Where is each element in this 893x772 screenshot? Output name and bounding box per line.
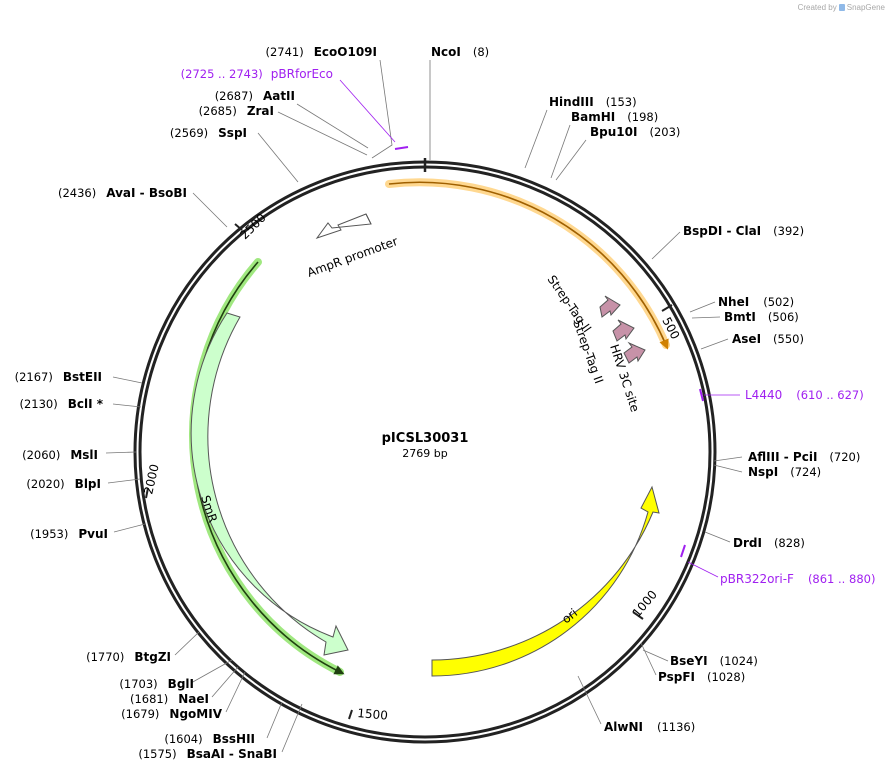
brand-created-by: Created by [797, 3, 837, 12]
tick-1000 [632, 611, 644, 620]
snapgene-brand: Created by SnapGene [798, 3, 885, 12]
primer-marks [394, 146, 704, 558]
site-bsaai-snabi[interactable]: (1575)BsaAI - SnaBI [138, 747, 277, 761]
tick-1500 [348, 709, 353, 720]
feature-smr: SmR [190, 312, 349, 656]
site-avai-bsobi[interactable]: (2436)AvaI - BsoBI [58, 186, 187, 200]
site-pspfi[interactable]: PspFI(1028) [658, 670, 745, 684]
primer-pbrforeco[interactable]: (2725 .. 2743)pBRforEco [181, 67, 333, 81]
hrv-3c-site-arrow [623, 341, 646, 364]
orf-arc-green-halo [189, 258, 344, 676]
feature-ampr-promoter: AmpR promoter [305, 213, 400, 280]
primer-mark-l4440 [699, 388, 704, 402]
brand-name: SnapGene [846, 3, 885, 12]
tick-marks [145, 223, 673, 720]
site-bseyi[interactable]: BseYI(1024) [670, 654, 758, 668]
site-afliii-pcii[interactable]: AflIII - PciI(720) [748, 450, 860, 464]
site-bgli[interactable]: (1703)BglI [119, 677, 194, 691]
ampr-promoter-arrow [315, 213, 372, 239]
tick-500 [661, 304, 673, 312]
site-asei[interactable]: AseI(550) [732, 332, 804, 346]
site-ncoi[interactable]: NcoI(8) [431, 45, 489, 59]
site-bamhi[interactable]: BamHI(198) [571, 110, 658, 124]
primer-mark-pbr322ori-f [680, 544, 686, 558]
site-alwni[interactable]: AlwNI(1136) [604, 720, 695, 734]
leader-lines [105, 59, 743, 753]
strep-tag-ii-2-arrow [612, 319, 635, 342]
site-bcli[interactable]: (2130)BclI * [19, 397, 103, 411]
snapgene-logo-icon [838, 4, 845, 11]
orf-arc-orange-halo [385, 178, 670, 349]
site-nhei[interactable]: NheI(502) [718, 295, 794, 309]
plasmid-name: pICSL30031 [382, 431, 469, 446]
tick-label-1000: 1000 [630, 588, 660, 620]
site-hindiii[interactable]: HindIII(153) [549, 95, 637, 109]
site-nspi[interactable]: NspI(724) [748, 465, 821, 479]
site-zrai[interactable]: (2685)ZraI [199, 104, 274, 118]
primer-l4440[interactable]: L4440(610 .. 627) [745, 388, 864, 402]
primer-pbr322ori-f[interactable]: pBR322ori-F(861 .. 880) [720, 572, 875, 586]
site-msli[interactable]: (2060)MslI [22, 448, 98, 462]
tick-2500 [234, 223, 243, 231]
orf-arc-orange [388, 181, 669, 350]
ampr-promoter-label: AmpR promoter [305, 234, 399, 280]
site-btgzi[interactable]: (1770)BtgZI [86, 650, 171, 664]
feature-ori: ori [431, 485, 660, 677]
site-pvui[interactable]: (1953)PvuI [30, 527, 108, 541]
primer-mark-pbrforeco [394, 146, 409, 150]
site-bsshii[interactable]: (1604)BssHII [164, 732, 255, 746]
site-bsteii[interactable]: (2167)BstEII [15, 370, 102, 384]
site-drdi[interactable]: DrdI(828) [733, 536, 805, 550]
feature-strep-tags: Strep-Tag II Strep-Tag II HRV 3C site [545, 273, 646, 414]
tick-label-2000: 2000 [141, 463, 162, 496]
site-ecoo109i[interactable]: (2741)EcoO109I [265, 45, 377, 59]
site-aatii[interactable]: (2687)AatII [215, 89, 295, 103]
site-bpu10i[interactable]: Bpu10I(203) [590, 125, 680, 139]
tick-label-1500: 1500 [357, 706, 389, 723]
strep-tag-ii-1-arrow [599, 295, 621, 318]
ori-arrow [431, 485, 660, 677]
tick-2000 [145, 487, 149, 499]
site-naei[interactable]: (1681)NaeI [130, 692, 209, 706]
plasmid-size: 2769 bp [402, 447, 447, 460]
site-sspi[interactable]: (2569)SspI [170, 126, 247, 140]
site-ngomiv[interactable]: (1679)NgoMIV [121, 707, 223, 721]
primer-leaders [339, 79, 740, 578]
site-bmti[interactable]: BmtI(506) [724, 310, 799, 324]
site-bspdi-clai[interactable]: BspDI - ClaI(392) [683, 224, 804, 238]
site-blpi[interactable]: (2020)BlpI [26, 477, 101, 491]
smr-arrow [190, 312, 349, 656]
